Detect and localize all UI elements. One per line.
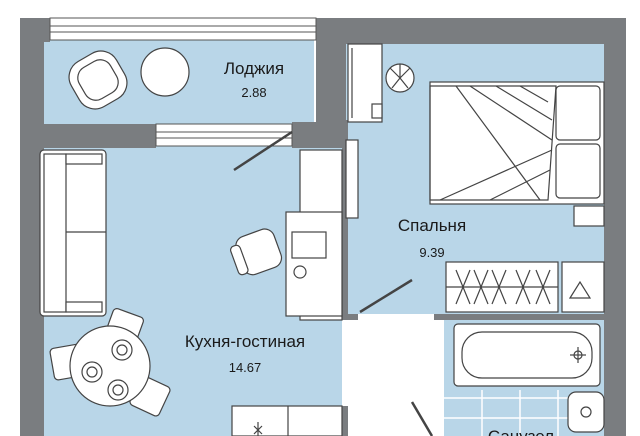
desk-shelf (285, 211, 343, 317)
room-name-loggia: Лоджия (224, 59, 284, 78)
bed-blanket-folds (429, 85, 557, 201)
wall-bathroom-top (434, 314, 604, 320)
loggia-furniture (68, 47, 190, 110)
wall-kitchen-bottom-right (342, 406, 348, 436)
wall-top-loggia (20, 18, 50, 42)
window-loggia-top (49, 17, 317, 41)
office-chair (229, 228, 283, 276)
room-name-kitchen-living: Кухня-гостиная (185, 332, 305, 351)
bedroom-lamp (371, 103, 383, 119)
wall-right-outer (604, 18, 626, 436)
bathroom-fixtures (453, 323, 605, 433)
door-bathroom (410, 401, 434, 436)
dining-plates (81, 339, 133, 401)
bed-pillow-top (555, 85, 601, 141)
doors (233, 130, 434, 436)
bedroom-desk (345, 139, 359, 219)
kitchen-counter (231, 405, 343, 436)
bedroom-nightstand (573, 205, 605, 227)
bathtub-inner (461, 331, 593, 379)
room-area-kitchen-living: 14.67 (229, 360, 262, 375)
bedroom-furniture (345, 43, 605, 227)
bedroom-wardrobe (445, 261, 605, 313)
loggia-armchair (68, 50, 128, 110)
wall-bedroom-kitchen (342, 120, 348, 318)
wall-loggia-bottom (20, 124, 156, 148)
wall-bedroom-bottom (342, 314, 358, 320)
laptop-icon (291, 231, 327, 259)
room-labels: Лоджия 2.88 Спальня 9.39 Кухня-гостиная … (185, 59, 554, 436)
door-bedroom (359, 278, 413, 314)
sofa (39, 149, 107, 317)
bed-pillow-bottom (555, 143, 601, 199)
desk-plant-icon (293, 265, 307, 279)
walls (20, 18, 626, 436)
bedroom-plant-leaves (389, 64, 411, 89)
dining-set (49, 308, 171, 417)
wall-top-bedroom (316, 18, 546, 44)
kitchen-living-furniture (39, 149, 343, 436)
room-area-bedroom: 9.39 (419, 245, 444, 260)
room-name-bathroom: Санузел (488, 427, 554, 436)
windows (49, 17, 317, 147)
desk-area (229, 149, 343, 321)
window-loggia-door (155, 123, 293, 147)
room-area-loggia: 2.88 (241, 85, 266, 100)
door-loggia (233, 130, 293, 172)
stove-icon (253, 422, 263, 436)
wall-top-right (546, 18, 626, 44)
loggia-table (140, 47, 190, 97)
wardrobe-hangers (455, 269, 551, 305)
room-name-bedroom: Спальня (398, 216, 466, 235)
